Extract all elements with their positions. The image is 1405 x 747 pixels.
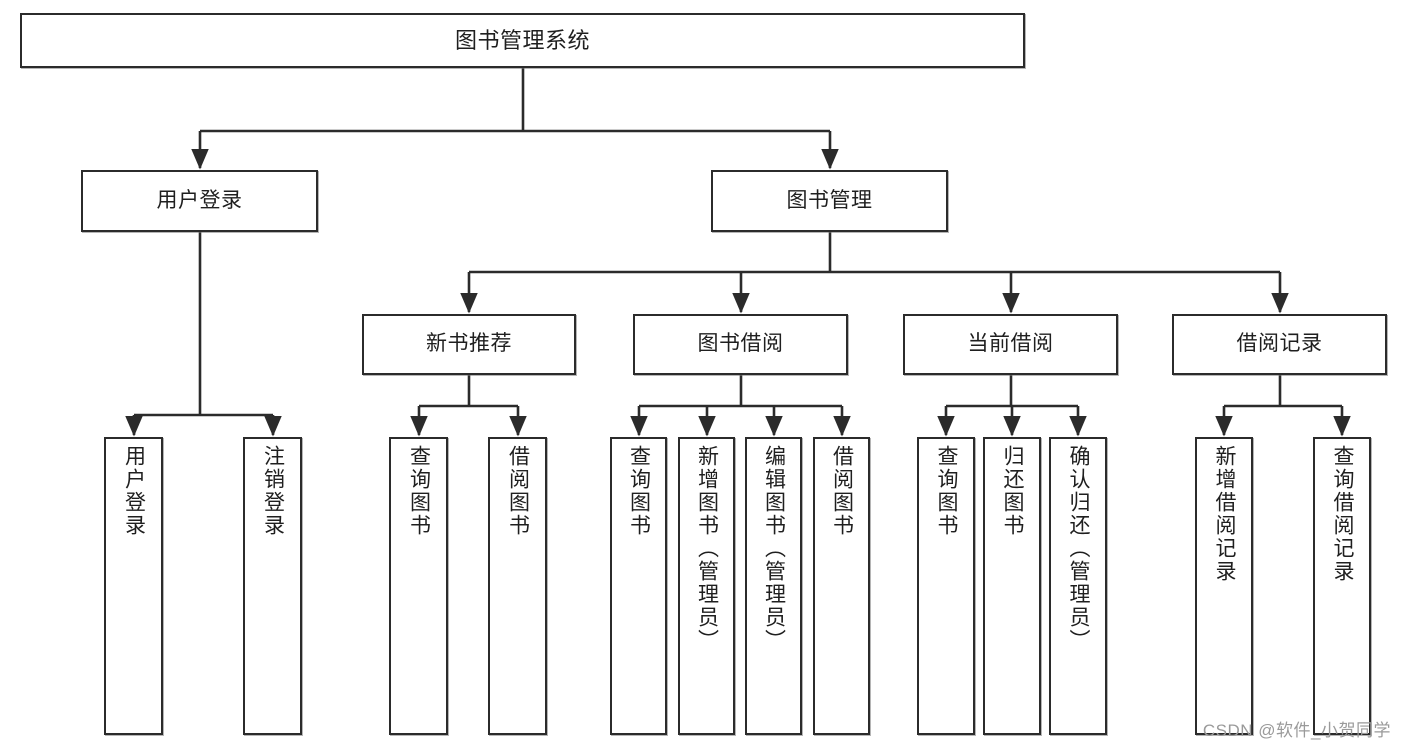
node-label-book-borrow: 图书借阅 [697,332,784,356]
node-label-leaf-bb-borrow: 借阅图书 [830,445,854,537]
node-leaf-bb-borrow[interactable]: 借阅图书 [813,437,870,735]
node-label-leaf-bb-add: 新增图书（管理员） [695,445,719,652]
node-label-leaf-nb-borrow: 借阅图书 [506,445,530,537]
node-label-leaf-bb-query: 查询图书 [627,445,651,537]
node-leaf-bb-add[interactable]: 新增图书（管理员） [678,437,735,735]
node-leaf-bb-query[interactable]: 查询图书 [610,437,667,735]
node-leaf-nb-borrow[interactable]: 借阅图书 [488,437,547,735]
node-leaf-bb-edit[interactable]: 编辑图书（管理员） [745,437,802,735]
node-label-leaf-bb-edit: 编辑图书（管理员） [762,445,786,652]
node-label-leaf-bl-query: 查询借阅记录 [1331,445,1355,583]
node-leaf-bl-add[interactable]: 新增借阅记录 [1195,437,1253,735]
node-book-mgmt[interactable]: 图书管理 [711,170,948,232]
node-root[interactable]: 图书管理系统 [20,13,1025,68]
node-label-new-book-rec: 新书推荐 [426,332,512,356]
node-label-cur-borrow: 当前借阅 [967,332,1054,356]
node-label-leaf-nb-query: 查询图书 [407,445,431,537]
node-label-leaf-bl-add: 新增借阅记录 [1213,445,1237,583]
node-borrow-log[interactable]: 借阅记录 [1172,314,1387,375]
node-cur-borrow[interactable]: 当前借阅 [903,314,1118,375]
node-book-borrow[interactable]: 图书借阅 [633,314,848,375]
node-label-user-login: 用户登录 [156,188,243,212]
node-leaf-nb-query[interactable]: 查询图书 [389,437,448,735]
node-leaf-cb-return[interactable]: 归还图书 [983,437,1041,735]
node-leaf-bl-query[interactable]: 查询借阅记录 [1313,437,1371,735]
node-label-root: 图书管理系统 [454,27,590,53]
node-label-book-mgmt: 图书管理 [786,188,873,212]
node-leaf-user-login[interactable]: 用户登录 [104,437,163,735]
node-label-leaf-cb-confirm: 确认归还（管理员） [1067,445,1091,652]
node-user-login[interactable]: 用户登录 [81,170,318,232]
node-label-leaf-cb-return: 归还图书 [1001,445,1025,537]
node-leaf-user-logout[interactable]: 注销登录 [243,437,302,735]
node-label-leaf-user-logout: 注销登录 [261,445,285,537]
node-label-borrow-log: 借阅记录 [1236,332,1323,356]
node-label-leaf-user-login: 用户登录 [122,445,146,537]
node-leaf-cb-query[interactable]: 查询图书 [917,437,975,735]
node-new-book-rec[interactable]: 新书推荐 [362,314,576,375]
node-leaf-cb-confirm[interactable]: 确认归还（管理员） [1049,437,1107,735]
node-label-leaf-cb-query: 查询图书 [935,445,959,537]
